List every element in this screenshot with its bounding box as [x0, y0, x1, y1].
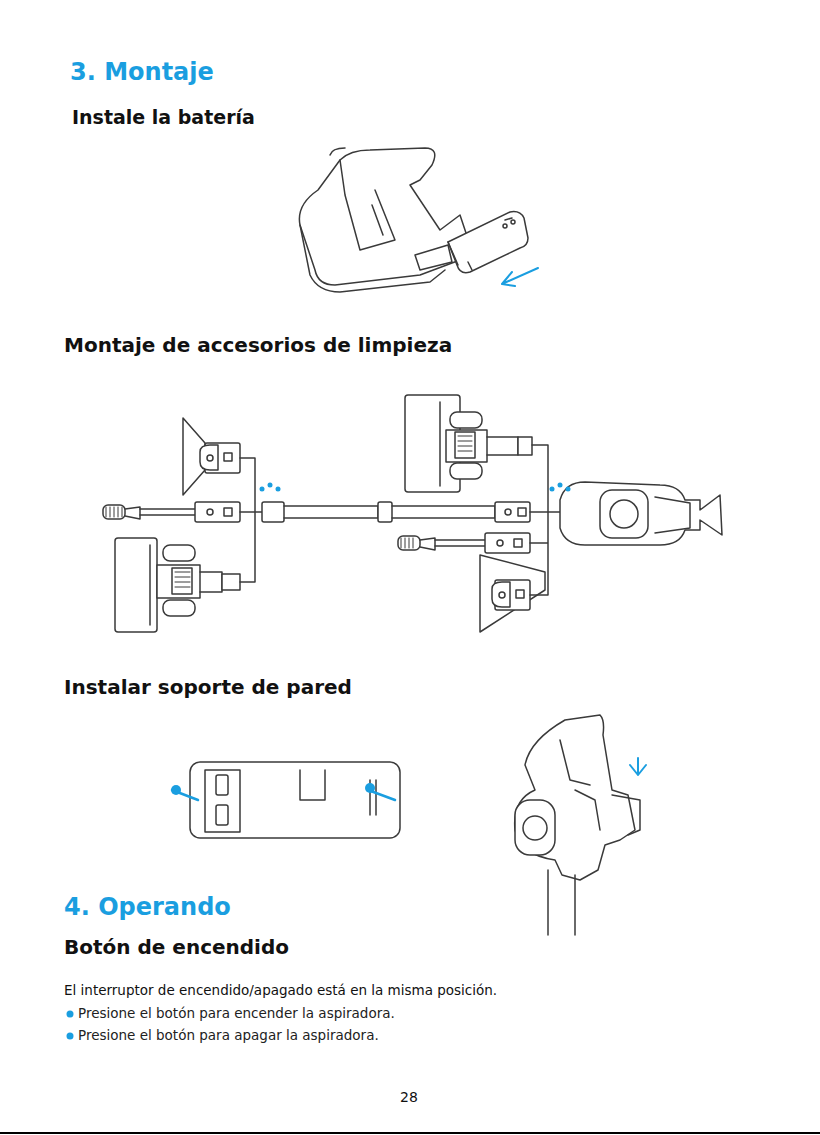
- bullet-text: Presione el botón para apagar la aspirad…: [78, 1027, 379, 1043]
- subsection-heading: Montaje de accesorios de limpieza: [64, 333, 452, 357]
- wall-mount-illustration: [171, 762, 400, 838]
- bullet-text: Presione el botón para encender la aspir…: [78, 1005, 395, 1021]
- vacuum-illustration: [515, 715, 646, 935]
- battery-illustration: [299, 148, 538, 292]
- accessories-illustration: [103, 395, 722, 632]
- body-text: El interruptor de encendido/apagado está…: [64, 982, 497, 998]
- subsection-heading: Instalar soporte de pared: [64, 675, 352, 699]
- page-rule: [0, 1132, 820, 1134]
- section-title: 3. Montaje: [70, 58, 214, 87]
- subsection-heading: Instale la batería: [72, 106, 255, 129]
- section-title: 4. Operando: [64, 893, 231, 922]
- bullet-dot: [67, 1011, 74, 1018]
- page-number: 28: [400, 1089, 418, 1106]
- subsection-heading: Botón de encendido: [64, 935, 289, 959]
- bullet-dot: [67, 1033, 74, 1040]
